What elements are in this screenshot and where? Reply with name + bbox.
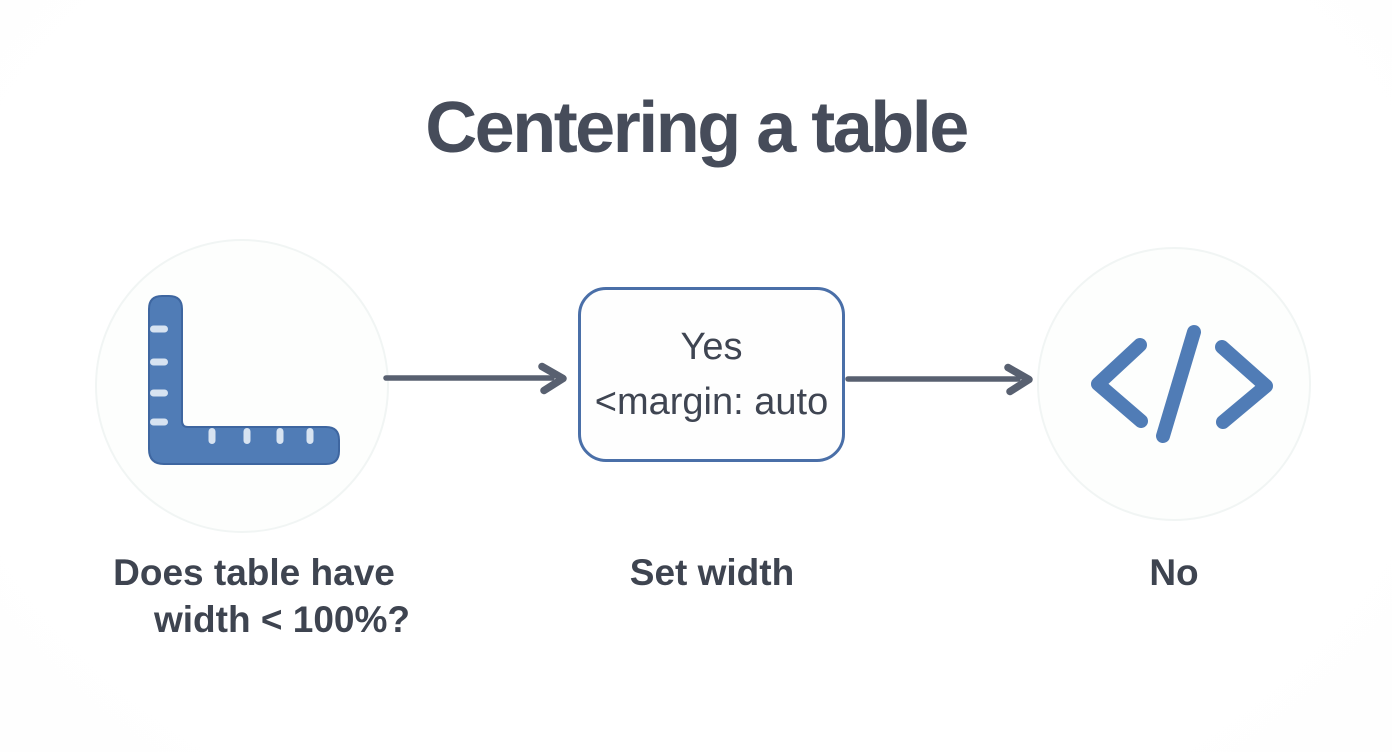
ruler-icon [148, 295, 340, 465]
page-title: Centering a table [425, 88, 969, 168]
code-icon [1091, 325, 1273, 443]
arrow-right-icon [845, 363, 1033, 396]
result-label: No [1149, 552, 1199, 593]
question-label-line2: width < 100%? [154, 599, 410, 640]
decision-box: Yes <margin: auto [578, 287, 845, 462]
arrow-right-icon [383, 362, 567, 395]
action-label: Set width [629, 552, 795, 593]
question-label: Does table have width < 100%? [84, 549, 424, 643]
decision-box-line2: <margin: auto [594, 380, 829, 423]
ruler-halo [95, 239, 389, 533]
question-label-line1: Does table have [113, 552, 395, 593]
decision-box-line1: Yes [680, 325, 743, 368]
